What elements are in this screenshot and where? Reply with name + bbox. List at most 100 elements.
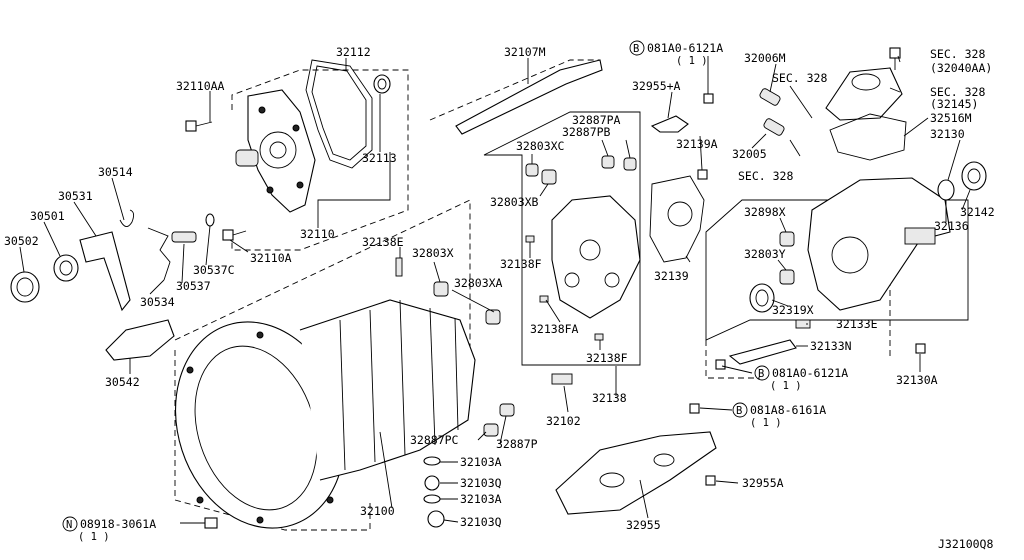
label-081A0-2-qty: ( 1 ) — [770, 380, 802, 392]
label-32887PA: 32887PA — [572, 113, 621, 127]
label-08918: 08918-3061A — [80, 517, 156, 531]
part-32103A-washer-1[interactable] — [423, 456, 441, 466]
part-32103Q-plug-1[interactable] — [424, 475, 440, 491]
part-32803X-bushing[interactable] — [433, 281, 449, 297]
part-sec328-bolt[interactable] — [889, 47, 901, 70]
part-30537C-ring[interactable] — [205, 213, 215, 227]
part-30537-pin[interactable] — [171, 231, 197, 243]
part-32107M-deflector[interactable] — [455, 59, 603, 135]
label-32133E: 32133E — [836, 317, 878, 331]
part-30514-clip[interactable] — [119, 209, 135, 227]
label-32100: 32100 — [360, 504, 395, 518]
part-32955-bracket[interactable] — [555, 431, 717, 515]
label-08918-qty: ( 1 ) — [78, 531, 110, 543]
label-sec328-1-ref: (32040AA) — [930, 61, 992, 75]
part-08918-nut[interactable] — [204, 517, 218, 529]
diagram-code: J32100Q8 — [938, 537, 993, 551]
part-32112-gasket[interactable] — [305, 59, 373, 169]
B-marker-icon-1 — [629, 40, 645, 56]
part-32955plusA-bracket[interactable] — [650, 115, 689, 133]
part-32887P[interactable] — [499, 403, 515, 417]
part-32138F-pin-2[interactable] — [594, 333, 604, 341]
part-32955A-bolt[interactable] — [705, 475, 716, 486]
part-32110AA-bolt[interactable] — [185, 120, 213, 132]
part-081A0-bolt-1[interactable] — [703, 93, 714, 104]
part-sec328-cover[interactable] — [825, 67, 903, 121]
label-sec328-3-ref: (32145) — [930, 97, 978, 111]
label-sec328-1: SEC. 328 — [930, 47, 985, 61]
label-081A8: 081A8-6161A — [750, 403, 826, 417]
label-081A8-qty: ( 1 ) — [750, 417, 782, 429]
label-32110: 32110 — [300, 227, 335, 241]
part-32103Q-plug-2[interactable] — [427, 510, 445, 528]
label-32103A-2: 32103A — [460, 492, 502, 506]
part-32803XC[interactable] — [525, 163, 539, 177]
part-32898X[interactable] — [779, 231, 795, 247]
part-32102-block[interactable] — [551, 373, 573, 385]
part-30534-spring[interactable] — [147, 227, 171, 281]
part-32136-ring[interactable] — [937, 179, 955, 201]
label-32130A: 32130A — [896, 373, 938, 387]
part-32803XA-bushing[interactable] — [485, 309, 501, 325]
part-32138FA-pin[interactable] — [539, 295, 549, 303]
label-32803XB: 32803XB — [490, 195, 539, 209]
part-081A0-bolt-2[interactable] — [715, 359, 726, 370]
part-32110-front-cover[interactable] — [235, 89, 316, 213]
part-30502-seal[interactable] — [10, 271, 40, 303]
part-32319X-bearing[interactable] — [749, 283, 775, 313]
part-30531-fork[interactable] — [79, 231, 131, 312]
label-32112: 32112 — [336, 45, 371, 59]
part-32005-sleeve[interactable] — [763, 118, 785, 137]
part-32006M-sleeve[interactable] — [759, 88, 781, 107]
label-32516M: 32516M — [930, 111, 972, 125]
label-32803XC: 32803XC — [516, 139, 565, 153]
part-32130-rear-extension[interactable] — [807, 177, 951, 311]
label-32142: 32142 — [960, 205, 995, 219]
B-marker-icon-2 — [754, 365, 770, 381]
label-30514: 30514 — [98, 165, 133, 179]
marker-B-3: B — [736, 405, 742, 417]
label-sec328-4: SEC. 328 — [738, 169, 793, 183]
label-32887PB: 32887PB — [562, 125, 611, 139]
part-32142-seal[interactable] — [961, 161, 987, 191]
label-30501: 30501 — [30, 209, 65, 223]
label-32110AA: 32110AA — [176, 79, 225, 93]
label-32139: 32139 — [654, 269, 689, 283]
label-081A0-2: 081A0-6121A — [772, 366, 848, 380]
part-32110A-bolt[interactable] — [222, 229, 247, 241]
part-081A8-bolt[interactable] — [689, 403, 700, 414]
part-30501-bearing[interactable] — [53, 254, 79, 282]
part-32100-transmission-case[interactable] — [150, 257, 476, 550]
part-sec328-rod[interactable] — [789, 85, 813, 157]
part-32113-seal[interactable] — [373, 74, 391, 94]
part-30542-boot[interactable] — [105, 319, 175, 361]
marker-N: N — [66, 519, 72, 531]
label-32133N: 32133N — [810, 339, 852, 353]
label-32107M: 32107M — [504, 45, 546, 59]
part-32887PB[interactable] — [601, 155, 615, 169]
B-marker-icon-3 — [732, 402, 748, 418]
label-30542: 30542 — [105, 375, 140, 389]
label-32803Y: 32803Y — [744, 247, 786, 261]
part-32133N-lever[interactable] — [728, 339, 797, 365]
part-32138-adapter-plate[interactable] — [551, 195, 641, 319]
part-32138F-pin-1[interactable] — [525, 235, 535, 243]
part-32130A-bolt[interactable] — [915, 343, 926, 354]
part-32516M-gasket[interactable] — [829, 113, 907, 161]
part-32887PC[interactable] — [483, 423, 499, 437]
label-32138F-1: 32138F — [500, 257, 542, 271]
label-32955-plus-A: 32955+A — [632, 79, 681, 93]
part-32133E[interactable] — [795, 319, 811, 329]
label-32138: 32138 — [592, 391, 627, 405]
part-32803Y[interactable] — [779, 269, 795, 285]
part-32887PA[interactable] — [623, 157, 637, 171]
label-32136: 32136 — [934, 219, 969, 233]
part-32139A-bolt[interactable] — [697, 169, 708, 180]
part-32139-gasket[interactable] — [649, 175, 705, 263]
label-32138F-2: 32138F — [586, 351, 628, 365]
part-32803XB[interactable] — [541, 169, 557, 185]
label-081A0-1-qty: ( 1 ) — [676, 55, 708, 67]
label-32955: 32955 — [626, 518, 661, 532]
part-32103A-washer-2[interactable] — [423, 494, 441, 504]
